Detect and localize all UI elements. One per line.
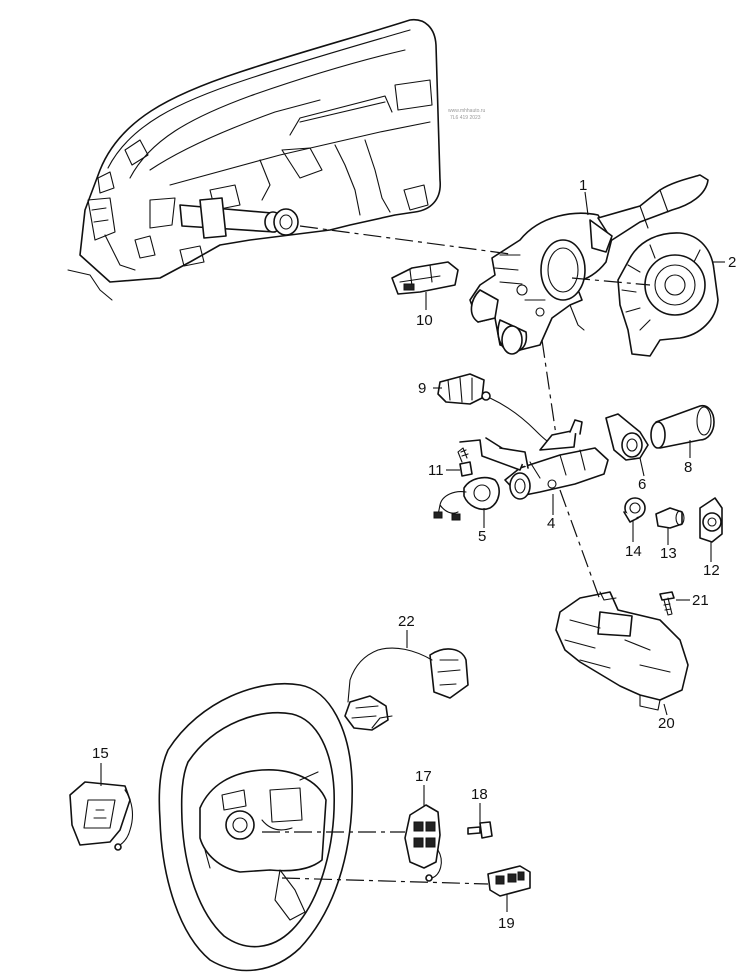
steering-column-cover-20 (555, 591, 689, 711)
sensor-9 (437, 373, 561, 446)
screw-21 (659, 591, 675, 616)
assembly-lines (262, 225, 651, 885)
ignition-switch-5 (433, 476, 500, 521)
callout-19: 19 (498, 915, 515, 932)
callout-17: 17 (415, 768, 432, 785)
switch-19 (487, 865, 531, 897)
column-assembly-4 (459, 419, 609, 500)
callout-9: 9 (418, 380, 426, 397)
steering-column-shaft (179, 197, 299, 239)
svg-text:7L6 419 2023: 7L6 419 2023 (450, 115, 481, 121)
callout-13: 13 (660, 545, 677, 562)
callout-21: 21 (692, 592, 709, 609)
column-switch-1 (469, 174, 709, 355)
switch-module-10 (391, 261, 459, 295)
trim-panel-15 (69, 781, 134, 851)
callout-11: 11 (428, 462, 444, 479)
lock-housing-6 (605, 413, 649, 461)
dashboard-frame: www.mhhauto.ru 7L6 419 2023 (67, 19, 485, 301)
callout-14: 14 (625, 543, 642, 560)
multifunction-switch-22 (344, 647, 469, 731)
screw-18 (467, 821, 493, 839)
ring-14 (623, 497, 646, 523)
clock-spring-2 (617, 232, 719, 357)
callout-5: 5 (478, 528, 486, 545)
callout-20: 20 (658, 715, 675, 732)
leader-lines (100, 191, 725, 912)
trim-ring-12 (699, 497, 723, 543)
switch-panel-17 (404, 804, 442, 882)
callout-1: 1 (579, 177, 587, 194)
callout-8: 8 (684, 459, 692, 476)
callout-4: 4 (547, 515, 555, 532)
screw-11 (457, 447, 473, 477)
lock-cylinder-8 (650, 404, 715, 449)
svg-text:www.mhhauto.ru: www.mhhauto.ru (448, 108, 485, 114)
callout-18: 18 (471, 786, 488, 803)
bulb-13 (655, 507, 685, 529)
callout-2: 2 (728, 254, 736, 271)
callout-15: 15 (92, 745, 109, 762)
callout-6: 6 (638, 476, 646, 493)
steering-wheel (158, 683, 353, 972)
callout-10: 10 (416, 312, 433, 329)
callout-22: 22 (398, 613, 415, 630)
callout-12: 12 (703, 562, 720, 579)
callout-numbers: 1 2 10 9 11 5 4 6 8 14 13 12 21 20 22 15… (92, 177, 736, 932)
